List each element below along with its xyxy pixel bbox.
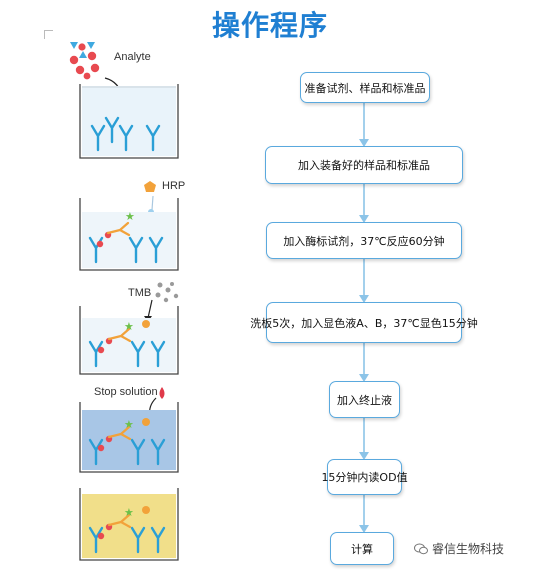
well-2: ★ [79, 198, 179, 271]
watermark: 睿信生物科技 [414, 540, 504, 557]
panel-tmb: ★ [79, 282, 179, 375]
label-hrp: HRP [162, 180, 186, 192]
step-stop: 加入终止液 [329, 381, 400, 418]
panel-analyte [69, 42, 179, 159]
well-3: ★ [79, 306, 179, 375]
drop-icon [159, 387, 165, 399]
label-stop-solution: Stop solution [94, 386, 158, 398]
panel-stop-solution: ★ [79, 387, 179, 473]
svg-text:★: ★ [125, 210, 135, 223]
page-title: 操作程序 [211, 9, 328, 42]
step-add-sample: 加入装备好的样品和标准品 [265, 146, 463, 184]
svg-text:★: ★ [124, 418, 134, 431]
analyte-molecules-icon [69, 42, 100, 80]
flow-arrows [359, 102, 369, 533]
corner-mark [44, 30, 53, 39]
svg-text:★: ★ [124, 320, 134, 333]
panel-final: ★ [79, 488, 179, 561]
hrp-pentagon-icon [144, 181, 156, 192]
watermark-text: 睿信生物科技 [432, 542, 505, 556]
step-prepare: 准备试剂、样品和标准品 [300, 72, 430, 103]
wechat-icon [414, 543, 428, 554]
panel-hrp: ★ [79, 181, 179, 271]
step-read-od: 15分钟内读OD值 [321, 459, 408, 495]
label-tmb: TMB [128, 287, 152, 299]
well-4: ★ [79, 402, 179, 473]
step-wash: 洗板5次，加入显色液A、B，37℃显色15分钟 [250, 302, 478, 343]
svg-text:★: ★ [124, 506, 134, 519]
tmb-dots-icon [155, 282, 179, 303]
label-analyte: Analyte [114, 51, 151, 63]
well-1 [79, 84, 179, 159]
step-calculate: 计算 [330, 532, 394, 565]
step-add-enzyme: 加入酶标试剂，37℃反应60分钟 [266, 222, 462, 259]
well-5: ★ [79, 488, 179, 561]
